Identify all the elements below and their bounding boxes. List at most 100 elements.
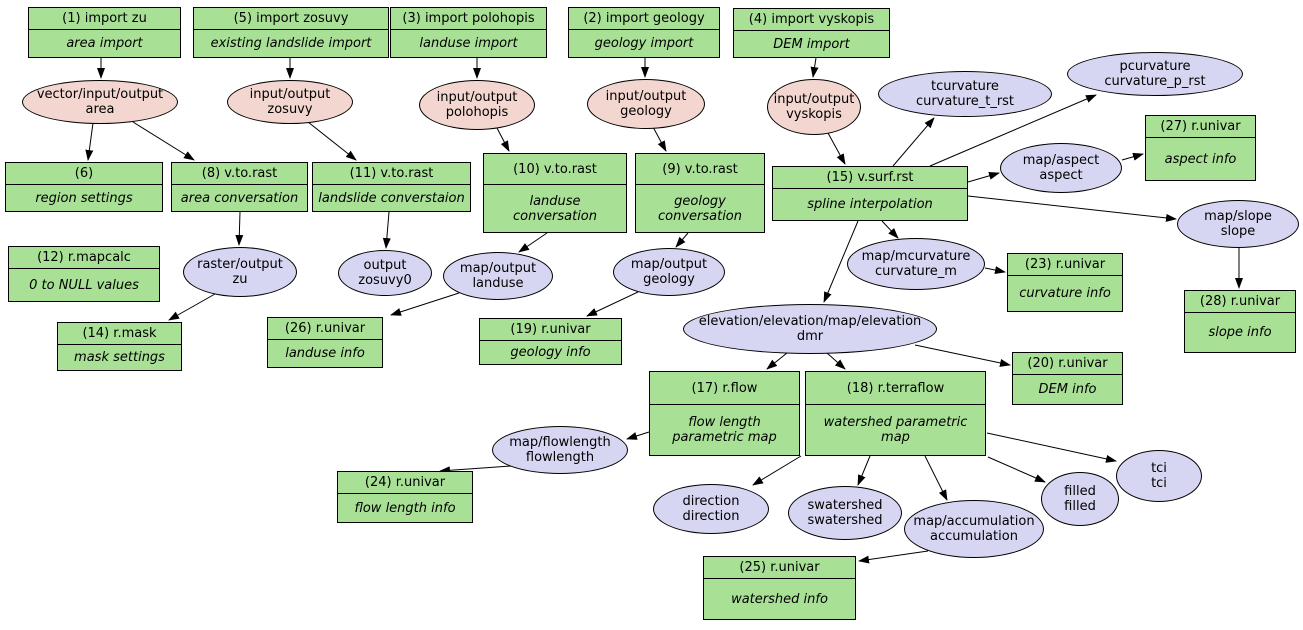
module-15-v-surf-rst: (15) v.surf.rst spline interpolation [772,166,968,221]
module-subtitle: DEM info [1038,382,1097,397]
module-subtitle: slope info [1208,325,1272,340]
edge-accumulation-to-runivar25 [858,550,929,564]
module-11-v-to-rast: (11) v.to.rast landslide converstaion [312,162,471,212]
module-4-import-vyskopis: (4) import vyskopis DEM import [733,8,890,58]
module-10-v-to-rast: (10) v.to.rast landuse conversation [483,153,627,233]
data-elevation-dmr: elevation/elevation/map/elevation dmr [683,304,937,354]
module-1-import-zu: (1) import zu area import [28,7,181,58]
module-20-r-univar: (20) r.univar DEM info [1012,352,1123,405]
module-title: (3) import polohopis [391,8,546,30]
module-title: (24) r.univar [338,472,472,494]
module-subtitle: geology conversation [657,193,743,224]
module-23-r-univar: (23) r.univar curvature info [1007,253,1123,312]
module-subtitle: watershed info [731,591,828,607]
edge-geologyout-to-runivar19 [586,291,639,317]
data-map-accumulation: map/accumulation accumulation [904,500,1044,558]
module-title: (1) import zu [29,8,180,30]
edge-rflow-to-flowlength [626,431,650,440]
module-subtitle: 0 to NULL values [29,277,139,293]
data-polohopis: input/output polohopis [419,80,535,130]
module-title: (2) import geology [569,8,719,30]
module-26-r-univar: (26) r.univar landuse info [267,317,383,368]
edge-zu-to-rmask [168,293,216,321]
data-vyskopis: input/output vyskopis [767,79,861,135]
module-subtitle: spline interpolation [807,197,933,212]
edge-rterraflow-to-direction [752,455,802,486]
module-subtitle: DEM import [773,36,850,52]
data-swatershed: swatershed swatershed [788,486,902,540]
module-title: (8) v.to.rast [172,163,307,185]
module-subtitle: mask settings [74,350,165,365]
module-title: (18) r.terraflow [806,372,985,405]
module-title: (25) r.univar [704,557,855,579]
edge-geology-to-vtorast9 [652,126,667,152]
module-17-r-flow: (17) r.flow flow length parametric map [649,371,800,456]
data-map-slope: map/slope slope [1177,200,1299,248]
module-title: (20) r.univar [1013,353,1122,375]
data-map-flowlength: map/flowlength flowlength [492,426,628,474]
edge-vsurfrst-to-aspect [967,171,1000,183]
module-27-r-univar: (27) r.univar aspect info [1145,115,1256,181]
edge-rterraflow-to-tci [986,432,1117,463]
edge-dmr-to-rterraflow [826,352,846,370]
module-subtitle: landslide converstaion [318,190,465,206]
module-title: (4) import vyskopis [734,9,889,31]
edge-polohopis-to-vtorast10 [496,127,510,152]
data-direction: direction direction [653,484,769,534]
edge-vtorast8-to-zu [235,211,244,246]
module-title: (15) v.surf.rst [773,167,967,189]
data-map-mcurvature: map/mcurvature curvature_m [847,238,985,290]
edge-rterraflow-to-accumulation [924,455,948,501]
module-subtitle: landuse info [285,346,365,361]
data-vector-area: vector/input/output area [22,80,178,124]
module-9-v-to-rast: (9) v.to.rast geology conversation [635,153,765,233]
module-subtitle: area conversation [180,190,299,206]
data-pcurvature: pcurvature curvature_p_rst [1067,52,1243,96]
edge-vsurfrst-to-pcurvature [929,94,1097,167]
edge-rterraflow-to-filled [987,456,1046,483]
module-subtitle: geology import [594,36,694,51]
data-map-output-geology: map/output geology [613,248,725,296]
edge-vtorast9-to-geologyout [675,232,689,248]
data-map-aspect: map/aspect aspect [1000,143,1122,193]
module-subtitle: landuse import [419,36,518,51]
module-title: (23) r.univar [1008,254,1122,276]
module-subtitle: flow length parametric map [672,415,777,445]
data-raster-zu: raster/output zu [183,247,297,297]
edge-rterraflow-to-swatershed [857,455,871,486]
module-subtitle: watershed parametric map [823,415,968,445]
module-8-v-to-rast: (8) v.to.rast area conversation [171,162,308,212]
edge-vsurfrst-to-mcurvature [881,220,899,239]
edge-vyskopis-to-vsurfrst [827,132,846,165]
edge-zosuvy-to-vtorast11 [307,121,357,161]
module-subtitle: aspect info [1164,151,1237,167]
module-24-r-univar: (24) r.univar flow length info [337,471,473,523]
module-25-r-univar: (25) r.univar watershed info [703,556,856,620]
module-subtitle: curvature info [1019,286,1111,301]
edge-mcurvature-to-runivar23 [984,266,1006,274]
module-subtitle: existing landslide import [210,36,372,51]
data-map-output-landuse: map/output landuse [443,252,553,300]
data-geology: input/output geology [587,79,705,129]
module-19-r-univar: (19) r.univar geology info [479,318,622,365]
module-3-import-polohopis: (3) import polohopis landuse import [390,7,547,58]
module-title: (26) r.univar [268,318,382,340]
module-subtitle: landuse conversation [512,193,598,224]
module-title: (27) r.univar [1146,116,1255,138]
data-tcurvature: tcurvature curvature_t_rst [878,71,1052,117]
module-title: (17) r.flow [650,372,799,405]
module-2-import-geology: (2) import geology geology import [568,7,720,58]
edge-flowlength-to-runivar24 [439,465,512,475]
module-6-region-settings: (6) region settings [5,162,163,212]
edge-vsurfrst-to-tcurvature [892,117,935,167]
module-title: (14) r.mask [58,323,181,345]
module-subtitle: area import [66,36,143,51]
module-12-r-mapcalc: (12) r.mapcalc 0 to NULL values [8,246,160,302]
data-tci: tci tci [1116,450,1202,502]
module-title: (5) import zosuvy [194,8,388,30]
module-18-r-terraflow: (18) r.terraflow watershed parametric ma… [805,371,986,456]
data-output-zosuvy0: output zosuvy0 [338,250,432,296]
module-title: (10) v.to.rast [484,154,626,185]
